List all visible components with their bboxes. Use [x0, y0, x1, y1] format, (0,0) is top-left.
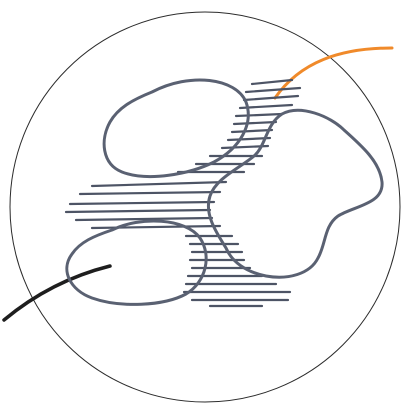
black-pointer-line	[4, 266, 110, 320]
orange-pointer-line	[275, 48, 392, 98]
upper-blob-outline	[104, 80, 248, 177]
hatch-lines	[66, 80, 300, 306]
outer-circle	[10, 12, 400, 402]
